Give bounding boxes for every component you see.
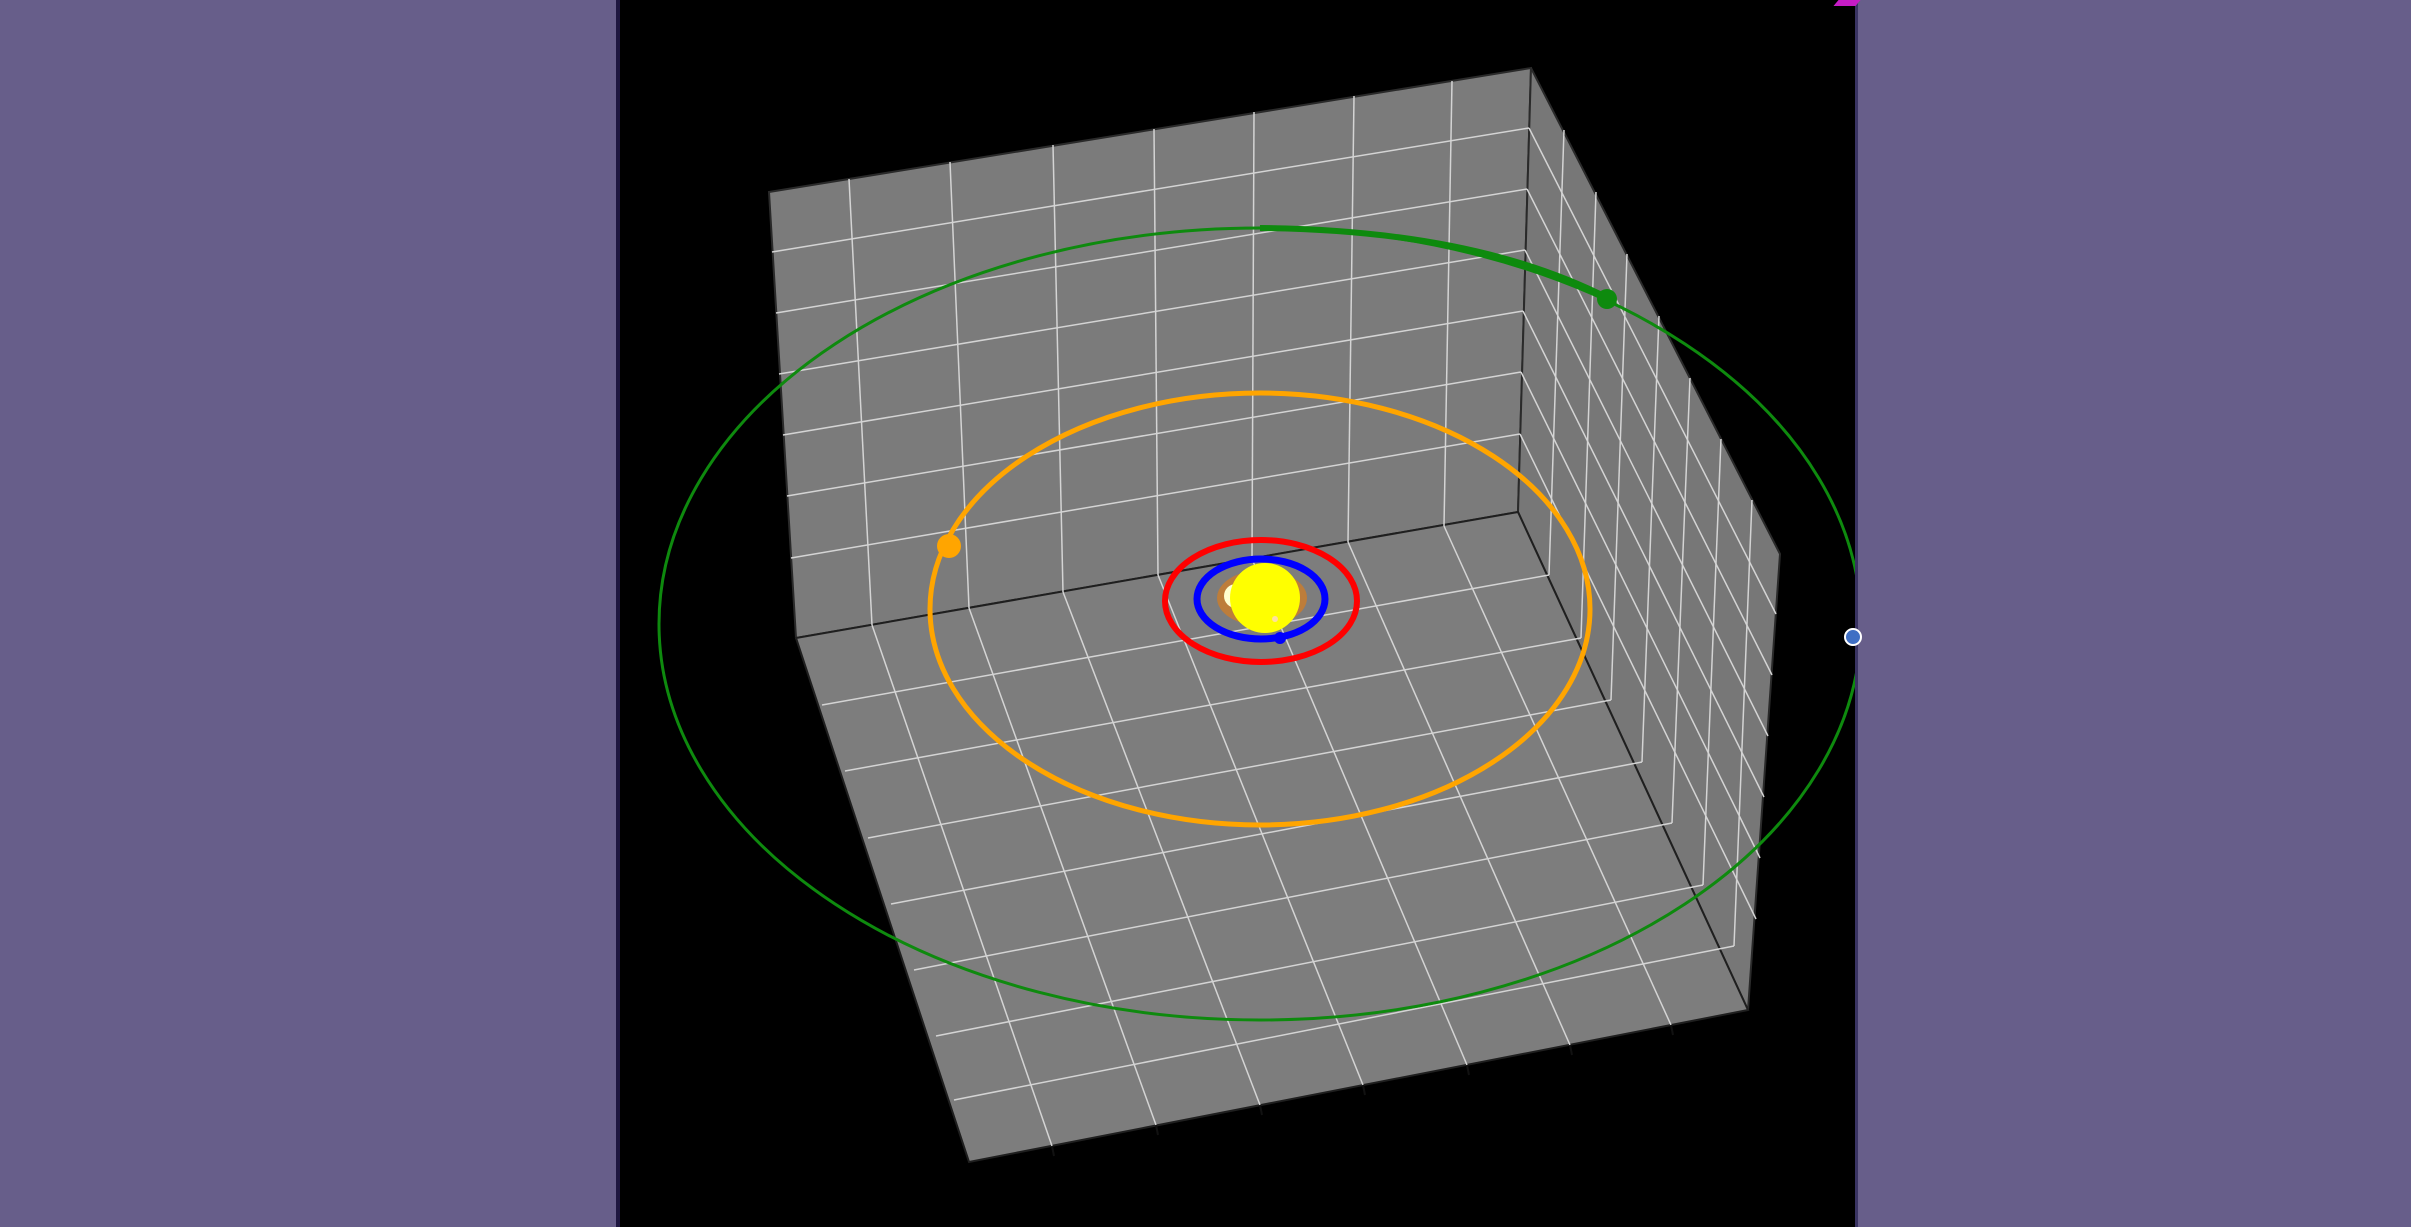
right-panel [1858, 0, 2411, 1227]
left-panel [0, 0, 616, 1227]
floor-plane [794, 510, 1750, 1164]
saturn-planet[interactable] [1597, 289, 1617, 309]
mercury-planet[interactable] [1272, 616, 1278, 622]
sun[interactable] [1230, 563, 1300, 633]
saturn-orbit-trail [1259, 225, 1610, 301]
jupiter-planet[interactable] [937, 534, 961, 558]
jupiter-orbit [927, 390, 1593, 828]
3d-viewport[interactable] [616, 0, 1858, 1227]
axis-ticks [1051, 1024, 1674, 1157]
solar-system-scene[interactable] [620, 0, 1858, 1227]
mars-orbit [1162, 537, 1360, 665]
back-wall-grid [771, 80, 1530, 626]
earth-planet[interactable] [1274, 632, 1286, 644]
splitter-handle-icon[interactable] [1844, 628, 1862, 646]
earth-orbit [1193, 555, 1329, 643]
